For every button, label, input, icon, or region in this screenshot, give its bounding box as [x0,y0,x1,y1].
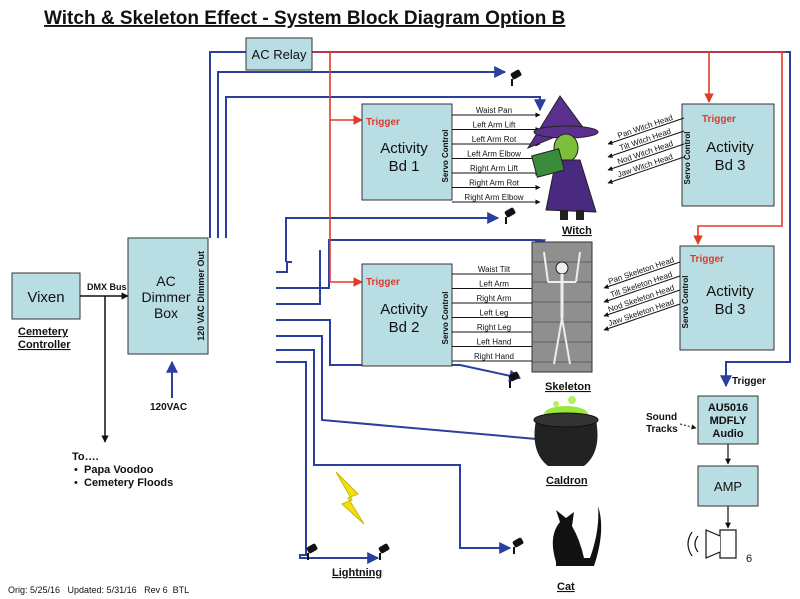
speaker-icon [687,529,737,559]
svg-text:•: • [74,477,78,489]
bd1-label-2: Bd 1 [389,158,420,175]
sound-tracks-label-2: Tracks [646,424,678,435]
bd3b-servo-label: Servo Control [681,276,690,329]
trigger-wires [312,51,791,388]
witch-image [526,95,599,220]
bd3a-output-line [607,156,685,184]
audio-block: AU5016 MDFLY Audio [697,395,759,445]
dimmer-label-3: Box [154,305,178,321]
lightning-bolt-icon [335,471,365,525]
bd2-trigger: Trigger [366,277,400,288]
activity-bd2-block: Trigger Activity Bd 2 Servo Control [361,263,453,367]
bd2-label-2: Bd 2 [389,319,420,336]
bd3b-label-1: Activity [706,283,754,300]
activity-bd1-block: Trigger Activity Bd 1 Servo Control [361,103,453,201]
bd1-servo-label: Servo Control [441,130,450,183]
bd3b-output-line [603,289,681,317]
bd2-output-label: Right Leg [477,323,511,332]
bd3b-label-2: Bd 3 [715,301,746,318]
bd3a-servo-label: Servo Control [683,132,692,185]
bd2-output-label: Right Hand [474,352,514,361]
bd1-output-label: Left Arm Rot [472,135,517,144]
audio-label-3: Audio [712,428,743,440]
footer-revision: Orig: 5/25/16 Updated: 5/31/16 Rev 6 BTL [8,585,189,595]
bd1-output-label: Waist Pan [476,106,512,115]
bd1-output-label: Left Arm Elbow [467,150,521,159]
bd1-trigger: Trigger [366,117,400,128]
amp-block: AMP [697,465,759,507]
diagram-title: Witch & Skeleton Effect - System Block D… [44,8,565,29]
bd2-label-1: Activity [380,301,428,318]
bd1-output-label: Right Arm Elbow [464,193,523,202]
bd3a-output-line [607,117,685,145]
bd2-output-label: Waist Tilt [478,265,511,274]
to-list: To…. • Papa Voodoo • Cemetery Floods [72,451,173,489]
bd3a-label-2: Bd 3 [715,157,746,174]
dimmer-wires [166,51,550,564]
dimmer-block: AC Dimmer Box 120 VAC Dimmer Out [127,237,209,355]
bd3a-output-line [607,130,685,158]
bd3b-trigger: Trigger [690,254,724,265]
svg-text:•: • [74,464,78,476]
ac-relay-block: AC Relay [245,37,313,71]
audio-label-1: AU5016 [708,402,748,414]
ac-relay-label: AC Relay [252,47,307,62]
bd2-output-label: Left Hand [477,338,512,347]
caldron-image [533,396,599,466]
bd1-output-label: Right Arm Lift [470,164,519,173]
witch-label: Witch [562,225,592,237]
bd1-output-label: Right Arm Rot [469,179,520,188]
skeleton-image [531,241,593,373]
vac-in-label: 120VAC [150,402,187,413]
dimmer-out-label: 120 VAC Dimmer Out [196,251,206,341]
dimmer-label-1: AC [156,273,175,289]
dmx-bus-label: DMX Bus [87,282,127,292]
bd3a-trigger: Trigger [702,114,736,125]
audio-trigger-label: Trigger [732,376,766,387]
to-item-papa-voodoo: Papa Voodoo [84,464,154,476]
bd2-output-label: Right Arm [476,294,511,303]
lightning-label: Lightning [332,567,382,579]
page-number: 6 [746,553,752,565]
vixen-block: Vixen [11,272,81,320]
bd3b-output-line [603,261,681,289]
bd2-output-label: Left Leg [480,309,509,318]
bd1-output-label: Left Arm Lift [473,121,516,130]
dimmer-label-2: Dimmer [142,289,191,305]
to-heading: To…. [72,451,99,463]
cemetery-controller-label-2: Controller [18,339,71,351]
bd1-label-1: Activity [380,140,428,157]
vixen-label: Vixen [27,289,64,306]
spotlight-icon [306,69,524,560]
activity-bd3-skeleton-block: Trigger Activity Bd 3 Servo Control [679,245,775,351]
skeleton-label: Skeleton [545,381,591,393]
bd2-output-label: Left Arm [479,280,509,289]
bd3a-output-line [607,143,685,171]
sound-tracks-label-1: Sound [646,412,677,423]
activity-bd3-witch-block: Trigger Activity Bd 3 Servo Control [681,103,775,207]
audio-label-2: MDFLY [710,415,748,427]
amp-label: AMP [714,479,742,494]
bd3b-output-line [603,303,681,331]
bd2-servo-label: Servo Control [441,292,450,345]
cemetery-controller-label-1: Cemetery [18,326,69,338]
bd3b-output-line [603,275,681,303]
cat-image [552,506,602,566]
caldron-label: Caldron [546,475,588,487]
bd3a-label-1: Activity [706,139,754,156]
to-item-cemetery-floods: Cemetery Floods [84,477,173,489]
cat-label: Cat [557,581,575,593]
